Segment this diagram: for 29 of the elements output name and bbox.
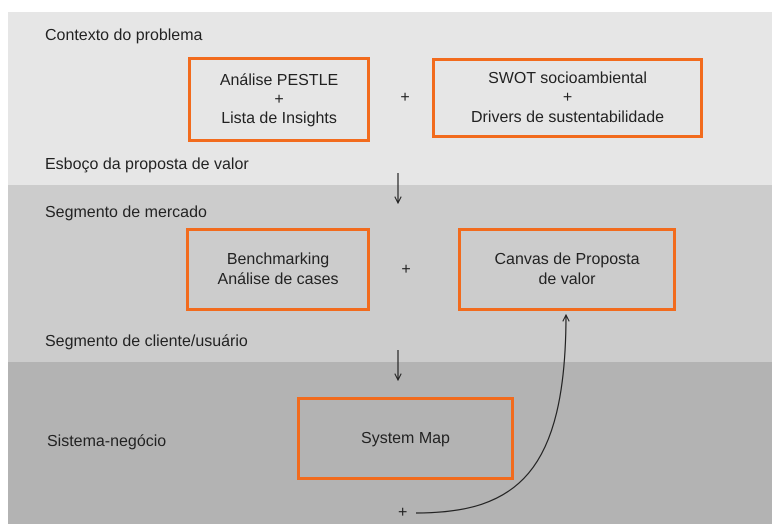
box-text: Canvas de Proposta de valor <box>494 250 640 289</box>
section-band <box>8 185 772 362</box>
section-band <box>8 362 772 524</box>
section-heading: Segmento de cliente/usuário <box>45 333 248 351</box>
section-heading: Esboço da proposta de valor <box>45 156 249 174</box>
box-text: + <box>274 90 284 110</box>
arrow <box>416 314 570 514</box>
plus-sign: + <box>398 504 408 522</box>
box-text: Benchmarking <box>226 250 330 270</box>
box-text: Drivers de sustentabilidade <box>471 108 664 127</box>
method-box <box>432 58 703 138</box>
box-text: SWOT socioambiental <box>488 69 647 88</box>
plus-sign: + <box>401 262 411 278</box>
method-box <box>297 397 514 480</box>
box-text: + <box>562 88 572 108</box>
section-heading: Contexto do problema <box>45 27 202 45</box>
method-box <box>188 57 370 142</box>
box-text: Lista de Insights <box>221 109 337 128</box>
method-box <box>458 228 676 311</box>
section-heading: Sistema-negócio <box>47 433 166 451</box>
box-text: Análise PESTLE <box>220 70 338 90</box>
box-text: Análise de cases <box>218 270 338 289</box>
arrow <box>394 350 402 381</box>
arrow <box>394 173 402 204</box>
box-text: System Map <box>361 428 450 448</box>
section-heading: Segmento de mercado <box>45 204 207 222</box>
plus-sign: + <box>400 90 410 106</box>
section-band <box>8 12 772 185</box>
method-box <box>186 228 370 311</box>
